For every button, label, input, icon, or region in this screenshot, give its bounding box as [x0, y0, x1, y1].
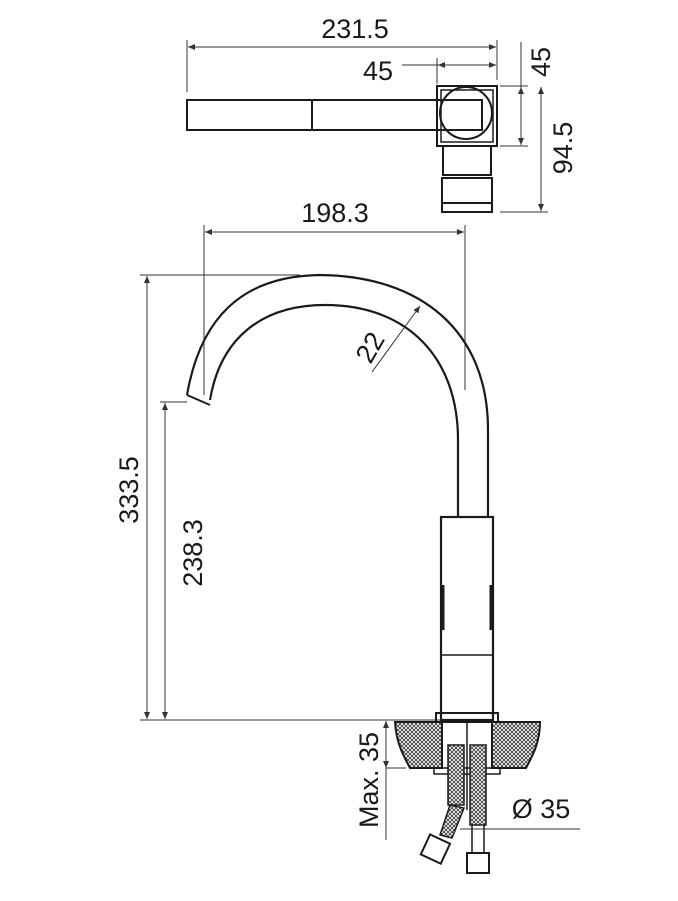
faucet-body [439, 515, 495, 722]
countertop-right [491, 721, 542, 769]
spout-top-outline [186, 99, 313, 131]
countertop-mounting: Max. 35 Ø 35 [354, 712, 580, 874]
side-view: 198.3 22 333.5 238.3 [114, 198, 495, 722]
overall-height-label: 333.5 [114, 456, 144, 524]
hose-connector-left [419, 833, 452, 866]
overall-depth-label: 94.5 [548, 122, 578, 175]
spout-inner [208, 303, 460, 517]
outlet-height-label: 238.3 [178, 519, 208, 587]
head-depth-label: 45 [526, 47, 556, 77]
hose-connector-right [466, 852, 490, 874]
hose-left [447, 744, 465, 806]
head-width-label: 45 [363, 56, 393, 86]
top-view: 231.5 45 45 94.5 [186, 14, 578, 213]
overall-width-label: 231.5 [321, 14, 389, 44]
max-thickness-label: Max. 35 [354, 732, 384, 828]
spout-outer [185, 273, 490, 517]
spout-reach-label: 198.3 [301, 198, 369, 228]
countertop-left [393, 721, 443, 769]
handle-collar [441, 177, 493, 213]
hole-diameter-label: Ø 35 [512, 794, 571, 824]
hose-right [469, 744, 487, 826]
spout-diameter-label: 22 [350, 327, 391, 368]
